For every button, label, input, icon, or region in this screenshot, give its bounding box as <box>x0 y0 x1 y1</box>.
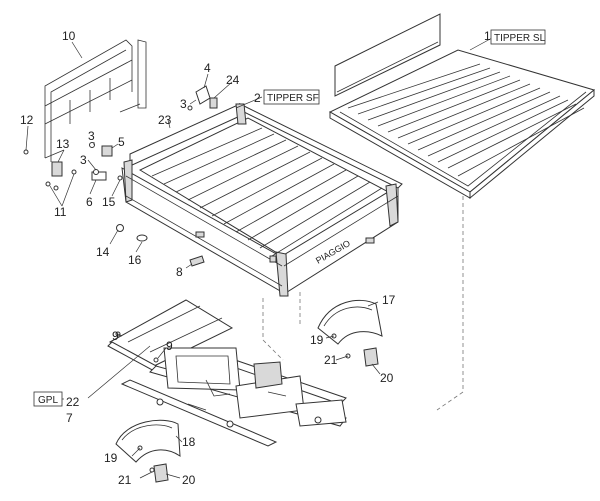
tipper-sl-flatbed <box>328 13 596 200</box>
screw-9b <box>153 357 159 363</box>
callout-11: 11 <box>54 205 67 219</box>
callout-9a: 9 <box>112 329 119 343</box>
callout-21a: 21 <box>324 353 338 367</box>
callout-18: 18 <box>182 435 196 449</box>
callout-17: 17 <box>382 293 396 307</box>
screw-3b <box>93 169 99 175</box>
callouts: 1 2 3 3 3 4 5 6 7 8 9 9 10 11 12 13 14 1… <box>20 29 491 487</box>
label-gpl: GPL <box>33 391 64 407</box>
tipper-sf-box-bed <box>121 102 403 297</box>
bracket-13 <box>51 161 63 177</box>
screw-15 <box>117 175 123 181</box>
callout-3a: 3 <box>88 129 95 143</box>
box-floor-slats <box>151 127 383 257</box>
mudguard-18 <box>115 419 181 463</box>
callout-24: 24 <box>226 73 240 87</box>
callout-4: 4 <box>204 61 211 75</box>
callout-20b: 20 <box>182 473 196 487</box>
grommet-16 <box>136 234 148 242</box>
alignment-lines <box>262 196 464 411</box>
screw-11a <box>45 181 51 187</box>
protection-frame <box>44 39 147 162</box>
leader-lines <box>25 37 493 479</box>
callout-23: 23 <box>158 113 172 127</box>
callout-22: 22 <box>66 395 80 409</box>
label-tipper-sf: TIPPER SF <box>263 89 320 105</box>
tipper-sl-text: TIPPER SL <box>494 33 546 44</box>
screw-11b <box>53 185 59 191</box>
callout-19b: 19 <box>104 451 118 465</box>
callout-13: 13 <box>56 137 70 151</box>
label-tipper-sl: TIPPER SL <box>490 29 546 45</box>
screw-3a <box>89 142 95 148</box>
bracket-5 <box>101 145 113 157</box>
callout-21b: 21 <box>118 473 132 487</box>
chassis-frame <box>107 299 347 447</box>
callout-10: 10 <box>62 29 76 43</box>
nut-14 <box>116 224 124 232</box>
callout-3c: 3 <box>180 97 187 111</box>
callout-12: 12 <box>20 113 34 127</box>
flatbed-slats <box>347 63 585 177</box>
screw-12 <box>23 149 29 155</box>
callout-3b: 3 <box>80 153 87 167</box>
mudguard-17 <box>317 299 383 345</box>
small-hardware <box>23 85 218 267</box>
gpl-text: GPL <box>38 395 58 406</box>
clip-8 <box>189 255 205 267</box>
bracket-4 <box>195 85 211 105</box>
callout-19a: 19 <box>310 333 324 347</box>
callout-14: 14 <box>96 245 110 259</box>
callout-1: 1 <box>484 29 491 43</box>
callout-20a: 20 <box>380 371 394 385</box>
callout-6: 6 <box>86 195 93 209</box>
bracket-24 <box>209 97 218 109</box>
screw-21b <box>149 467 155 473</box>
mudflaps <box>115 331 379 483</box>
mudflap-20b <box>153 463 169 483</box>
mudflap-20a <box>363 347 379 367</box>
callout-7: 7 <box>66 411 73 425</box>
callout-5: 5 <box>118 135 125 149</box>
callout-15: 15 <box>102 195 116 209</box>
callout-2: 2 <box>254 91 261 105</box>
tipper-sf-text: TIPPER SF <box>267 93 319 104</box>
screw-3c <box>187 105 193 111</box>
screw-11c <box>71 169 77 175</box>
callout-9b: 9 <box>166 339 173 353</box>
callout-8: 8 <box>176 265 183 279</box>
callout-16: 16 <box>128 253 142 267</box>
